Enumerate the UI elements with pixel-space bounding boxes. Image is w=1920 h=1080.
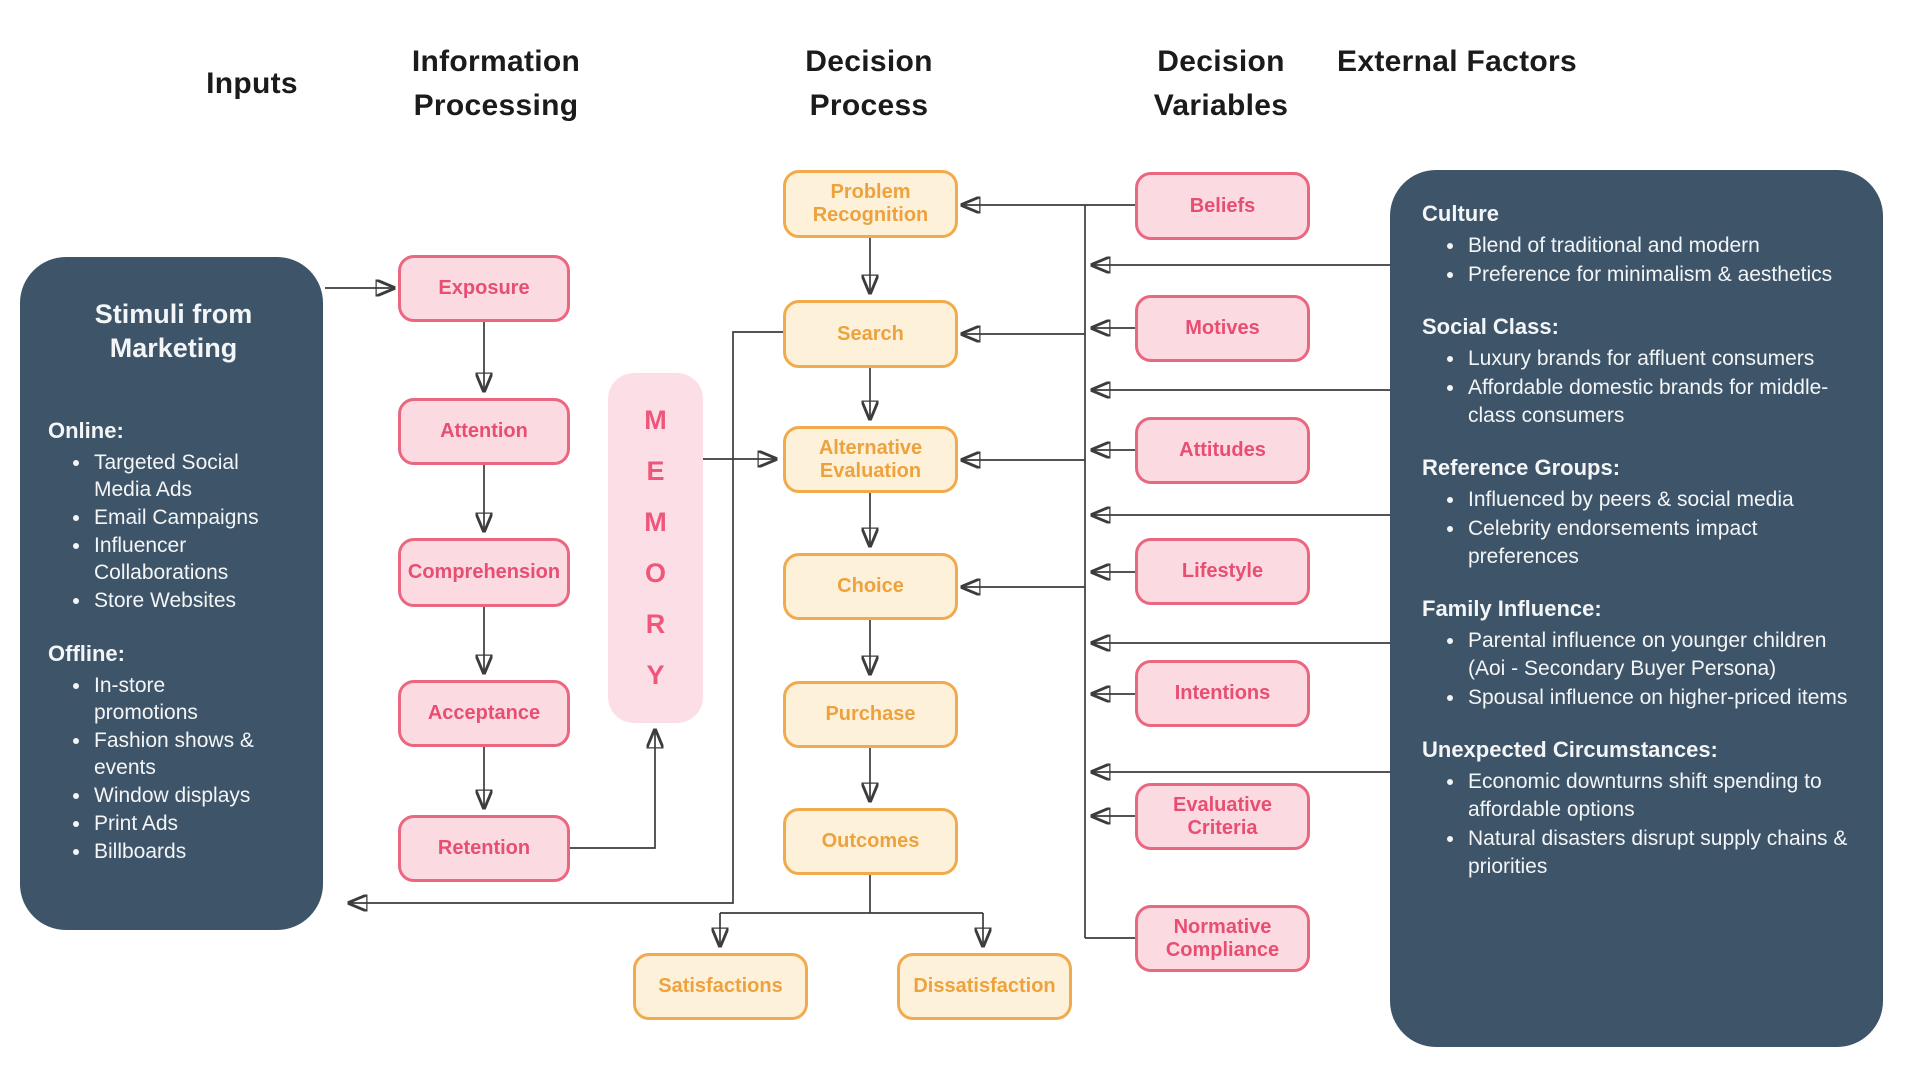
section-heading: Culture xyxy=(1422,201,1499,226)
arrows-outcomes-split xyxy=(720,875,983,946)
list-item: Print Ads xyxy=(92,810,272,837)
node-normative-compliance: Normative Compliance xyxy=(1135,905,1310,972)
external-section-reference-groups: Reference Groups: Influenced by peers & … xyxy=(1422,454,1857,571)
list-item: Preference for minimalism & aesthetics xyxy=(1466,261,1853,289)
list-item: Fashion shows & events xyxy=(92,727,272,781)
node-comprehension: Comprehension xyxy=(398,538,570,607)
node-dissatisfaction: Dissatisfaction xyxy=(897,953,1072,1020)
list-item: Targeted Social Media Ads xyxy=(92,449,272,503)
section-list: Parental influence on younger children (… xyxy=(1422,627,1857,712)
list-item: Email Campaigns xyxy=(92,504,272,531)
node-exposure: Exposure xyxy=(398,255,570,322)
memory-letter: E xyxy=(646,456,665,486)
header-information-processing: Information Processing xyxy=(411,45,581,122)
node-choice: Choice xyxy=(783,553,958,620)
node-search: Search xyxy=(783,300,958,368)
section-heading: Unexpected Circumstances: xyxy=(1422,737,1718,762)
external-factors-box: Culture Blend of traditional and modern … xyxy=(1390,170,1883,1047)
external-section-culture: Culture Blend of traditional and modern … xyxy=(1422,200,1857,289)
section-list: Blend of traditional and modern Preferen… xyxy=(1422,232,1857,289)
node-attitudes: Attitudes xyxy=(1135,417,1310,484)
node-outcomes: Outcomes xyxy=(783,808,958,875)
memory-letter: O xyxy=(644,558,666,588)
list-item: Store Websites xyxy=(92,587,272,614)
node-evaluative-criteria: Evaluative Criteria xyxy=(1135,783,1310,850)
arrows-decision-variables-to-spine xyxy=(1085,328,1135,939)
node-beliefs: Beliefs xyxy=(1135,172,1310,240)
node-lifestyle: Lifestyle xyxy=(1135,538,1310,605)
list-item: Blend of traditional and modern xyxy=(1466,232,1853,260)
section-list: Luxury brands for affluent consumers Aff… xyxy=(1422,345,1857,430)
arrow-retention-to-memory xyxy=(570,730,655,849)
node-retention: Retention xyxy=(398,815,570,882)
node-purchase: Purchase xyxy=(783,681,958,748)
memory-letter: R xyxy=(645,609,666,639)
node-attention: Attention xyxy=(398,398,570,465)
list-item: Influencer Collaborations xyxy=(92,532,272,586)
stimuli-title: Stimuli from Marketing xyxy=(94,299,253,363)
external-section-family-influence: Family Influence: Parental influence on … xyxy=(1422,595,1857,712)
stimuli-from-marketing-box: Stimuli from Marketing Online: Targeted … xyxy=(20,257,323,930)
node-acceptance: Acceptance xyxy=(398,680,570,747)
list-item: Natural disasters disrupt supply chains … xyxy=(1466,825,1853,881)
external-section-social-class: Social Class: Luxury brands for affluent… xyxy=(1422,313,1857,430)
node-alternative-evaluation: Alternative Evaluation xyxy=(783,426,958,493)
section-heading: Reference Groups: xyxy=(1422,455,1621,480)
node-memory: M E M O R Y xyxy=(608,373,703,723)
list-item: Spousal influence on higher-priced items xyxy=(1466,684,1853,712)
header-decision-variables: Decision Variables xyxy=(1153,45,1289,122)
list-item: Celebrity endorsements impact preference… xyxy=(1466,515,1853,571)
list-item: Influenced by peers & social media xyxy=(1466,486,1853,514)
online-list: Targeted Social Media Ads Email Campaign… xyxy=(48,449,299,614)
section-list: Influenced by peers & social media Celeb… xyxy=(1422,486,1857,571)
arrows-external-factors-to-spine xyxy=(1092,265,1390,772)
list-item: Affordable domestic brands for middle-cl… xyxy=(1466,374,1853,430)
node-problem-recognition: Problem Recognition xyxy=(783,170,958,238)
memory-letter: Y xyxy=(646,660,665,690)
memory-letter: M xyxy=(644,507,667,537)
header-inputs: Inputs xyxy=(206,67,298,100)
offline-heading: Offline: xyxy=(48,641,125,666)
memory-letter: M xyxy=(644,405,667,435)
section-heading: Social Class: xyxy=(1422,314,1559,339)
node-satisfactions: Satisfactions xyxy=(633,953,808,1020)
external-section-unexpected-circumstances: Unexpected Circumstances: Economic downt… xyxy=(1422,736,1857,881)
online-heading: Online: xyxy=(48,418,124,443)
section-heading: Family Influence: xyxy=(1422,596,1602,621)
header-external-factors: External Factors xyxy=(1337,45,1577,78)
offline-list: In-store promotions Fashion shows & even… xyxy=(48,672,299,865)
header-decision-process: Decision Process xyxy=(805,45,933,122)
list-item: Billboards xyxy=(92,838,272,865)
list-item: In-store promotions xyxy=(92,672,272,726)
list-item: Window displays xyxy=(92,782,272,809)
list-item: Luxury brands for affluent consumers xyxy=(1466,345,1853,373)
section-list: Economic downturns shift spending to aff… xyxy=(1422,768,1857,881)
list-item: Economic downturns shift spending to aff… xyxy=(1466,768,1853,824)
list-item: Parental influence on younger children (… xyxy=(1466,627,1853,683)
arrows-spine-to-decision-process xyxy=(962,205,1135,587)
node-intentions: Intentions xyxy=(1135,660,1310,727)
line-search-feedback-to-inputs xyxy=(349,331,785,903)
node-motives: Motives xyxy=(1135,295,1310,362)
